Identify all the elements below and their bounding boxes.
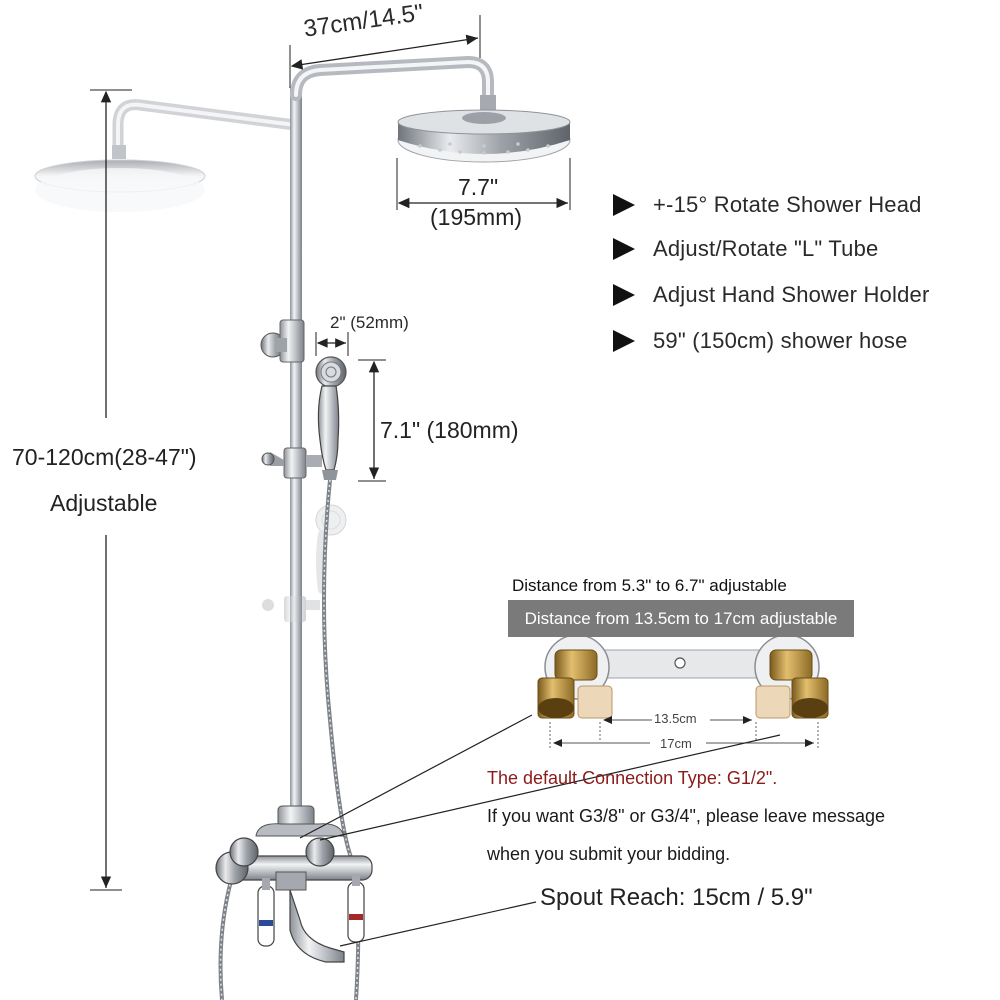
feature-text: Adjust Hand Shower Holder	[653, 282, 930, 307]
hand-shower	[315, 356, 347, 480]
outer-distance-label: 17cm	[660, 736, 692, 751]
height-dimension	[90, 89, 132, 891]
feature-text: Adjust/Rotate "L" Tube	[653, 236, 879, 261]
arm-length-dimension	[289, 15, 481, 88]
feature-text: +-15° Rotate Shower Head	[653, 192, 922, 217]
feature-item: Adjust/Rotate "L" Tube	[613, 234, 879, 264]
hand-shower-holder	[261, 447, 322, 479]
head-diameter-in-label: 7.7"	[458, 174, 499, 200]
wall-bracket-upper	[260, 319, 305, 363]
play-triangle-icon	[613, 238, 635, 260]
connection-title-cm: Distance from 13.5cm to 17cm adjustable	[508, 600, 854, 637]
hand-width-dimension	[315, 332, 349, 356]
leader-lines	[299, 714, 781, 947]
mixer-valve	[215, 805, 373, 963]
left-handle	[257, 885, 275, 947]
rain-shower-head	[397, 109, 571, 163]
feature-item: Adjust Hand Shower Holder	[613, 280, 929, 310]
play-triangle-icon	[613, 284, 635, 306]
height-note-label: Adjustable	[50, 490, 158, 516]
feature-text: 59" (150cm) shower hose	[653, 328, 908, 353]
hand-length-label: 7.1" (180mm)	[380, 417, 519, 443]
feature-item: +-15° Rotate Shower Head	[613, 190, 922, 220]
connection-note-line2: when you submit your bidding.	[487, 844, 731, 864]
hand-width-label: 2" (52mm)	[330, 313, 409, 332]
connection-note-line1: If you want G3/8" or G3/4", please leave…	[487, 806, 885, 826]
default-connection-type: The default Connection Type: G1/2".	[487, 768, 778, 788]
height-range-label: 70-120cm(28-47")	[12, 444, 197, 470]
inner-distance-label: 13.5cm	[654, 711, 697, 726]
head-diameter-dimension	[396, 158, 571, 210]
spout-reach-label: Spout Reach: 15cm / 5.9"	[540, 884, 813, 911]
play-triangle-icon	[613, 330, 635, 352]
ghost-holder	[262, 596, 320, 622]
ghost-shower-arm	[34, 99, 301, 212]
right-handle	[347, 881, 365, 943]
connection-title-in: Distance from 5.3" to 6.7" adjustable	[512, 576, 787, 595]
hand-length-dimension	[358, 359, 386, 482]
play-triangle-icon	[613, 194, 635, 216]
ghost-hand-shower	[315, 504, 347, 594]
feature-item: 59" (150cm) shower hose	[613, 326, 908, 356]
connection-fittings	[537, 634, 829, 750]
bath-spout	[289, 889, 345, 963]
head-diameter-mm-label: (195mm)	[430, 204, 523, 230]
